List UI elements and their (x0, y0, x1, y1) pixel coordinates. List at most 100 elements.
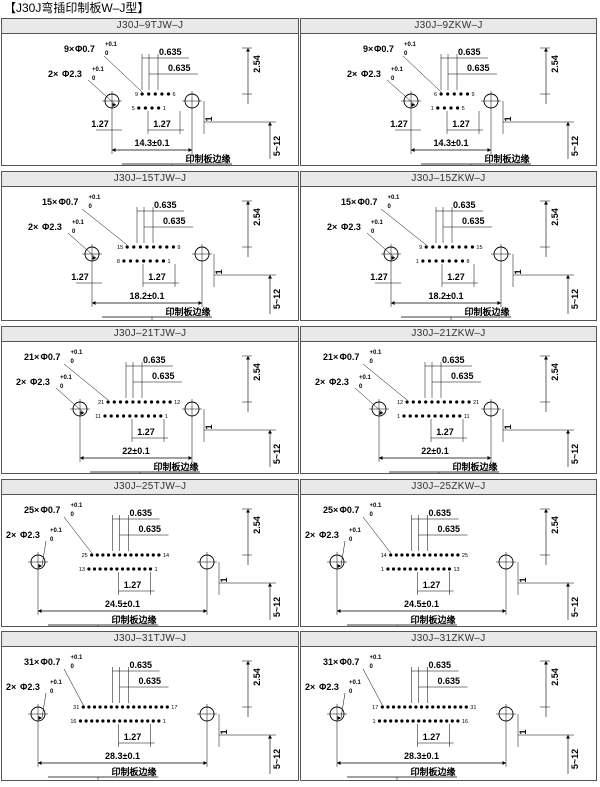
pin-bottom (450, 719, 454, 723)
mount-count-label: 2× (6, 682, 16, 692)
tolerance-plus: +0.1 (89, 195, 102, 201)
arrow-head (38, 564, 42, 568)
pin-bottom (433, 414, 437, 418)
pin-bottom (78, 719, 83, 723)
pin-top (405, 553, 410, 557)
pin-bottom (151, 719, 155, 723)
arrow-head (544, 661, 548, 665)
pin-number: 21 (473, 400, 479, 406)
leader-line (63, 668, 84, 706)
pin-top (109, 705, 113, 709)
arrow-head (92, 301, 96, 305)
pitch-label: 0.635 (458, 47, 481, 57)
pin-top (450, 553, 454, 557)
pitch-label: 0.635 (168, 63, 191, 73)
leader-line (386, 79, 416, 106)
center-distance-label: 28.3±0.1 (105, 751, 140, 761)
leader-line (87, 79, 117, 106)
arrow-head (379, 411, 383, 415)
offset-label: 1.27 (124, 732, 142, 742)
pin-diameter-label: Φ0.7 (340, 657, 360, 667)
pin-top (147, 92, 151, 96)
pin-bottom (400, 719, 404, 723)
tolerance-zero: 0 (72, 229, 76, 235)
pin-top (425, 705, 429, 709)
pin-bottom (425, 567, 429, 571)
pin-top (428, 553, 432, 557)
pin-number: 9 (135, 92, 138, 98)
tolerance-plus: +0.1 (71, 350, 84, 356)
row-gap-label: 2.54 (252, 363, 262, 381)
leader-line (67, 232, 97, 259)
board-range-label: 5~12 (272, 597, 282, 617)
pin-bottom (150, 106, 154, 110)
mount-count-label: 2× (315, 377, 325, 387)
pin-bottom (115, 414, 119, 418)
pin-top (461, 400, 465, 404)
arrow-head (38, 761, 42, 765)
pin-top (92, 705, 97, 709)
pitch-label: 0.635 (442, 355, 465, 365)
pin-bottom (447, 259, 451, 263)
pin-bottom (391, 567, 396, 571)
tolerance-plus: +0.1 (71, 655, 84, 661)
board-edge-label: 印制板边缘 (165, 306, 210, 317)
tolerance-plus: +0.1 (72, 220, 85, 226)
arrow-head (268, 430, 272, 434)
pin-top (134, 553, 139, 557)
pitch-label: 0.635 (143, 355, 166, 365)
center-distance-label: 18.2±0.1 (429, 291, 464, 301)
pin-count-label: 15× (42, 197, 57, 207)
pin-top (436, 400, 440, 404)
pin-top (154, 705, 158, 709)
pin-top (158, 245, 162, 249)
pin-top (106, 400, 110, 404)
pin-top (397, 705, 401, 709)
tolerance-plus: +0.1 (60, 375, 73, 381)
pitch-label: 0.635 (462, 216, 485, 226)
tolerance-zero: 0 (370, 512, 374, 518)
center-distance-label: 28.3±0.1 (404, 751, 439, 761)
pin-bottom (84, 719, 88, 723)
leader-line (63, 516, 92, 554)
pin-diameter-label: Φ0.7 (358, 197, 378, 207)
offset-label: 1.27 (124, 580, 142, 590)
mount-diameter-label: Φ2.3 (62, 69, 82, 79)
pin-top (439, 92, 443, 96)
arrow-head (544, 201, 548, 205)
center-distance-label: 14.3±0.1 (434, 138, 469, 148)
pin-top (459, 92, 463, 96)
pitch-label: 0.635 (453, 200, 476, 210)
pin-top (452, 92, 456, 96)
pin-top (171, 245, 175, 249)
offset-label: 1.27 (436, 427, 454, 437)
arrow-head (391, 301, 395, 305)
pin-top (464, 245, 468, 249)
pin-top (132, 245, 136, 249)
pin-bottom (417, 719, 421, 723)
arrow-head (487, 148, 491, 152)
pin-bottom (155, 259, 159, 263)
leader-line (354, 387, 384, 414)
pin-top (137, 400, 141, 404)
tolerance-zero: 0 (359, 384, 363, 390)
arrow-head (38, 609, 42, 613)
panel-title: J30J–25ZKW–J (301, 480, 596, 495)
pin-bottom (405, 719, 410, 723)
pin-number: 1 (431, 106, 434, 112)
pin-bottom (456, 719, 460, 723)
pin-top (98, 705, 102, 709)
tolerance-zero: 0 (404, 51, 408, 57)
pitch-label: 0.635 (451, 371, 474, 381)
pin-number: 16 (70, 719, 76, 725)
pin-top (106, 553, 111, 557)
leader-line (55, 387, 85, 414)
pin-top (148, 705, 153, 709)
pin-number: 11 (464, 414, 470, 420)
